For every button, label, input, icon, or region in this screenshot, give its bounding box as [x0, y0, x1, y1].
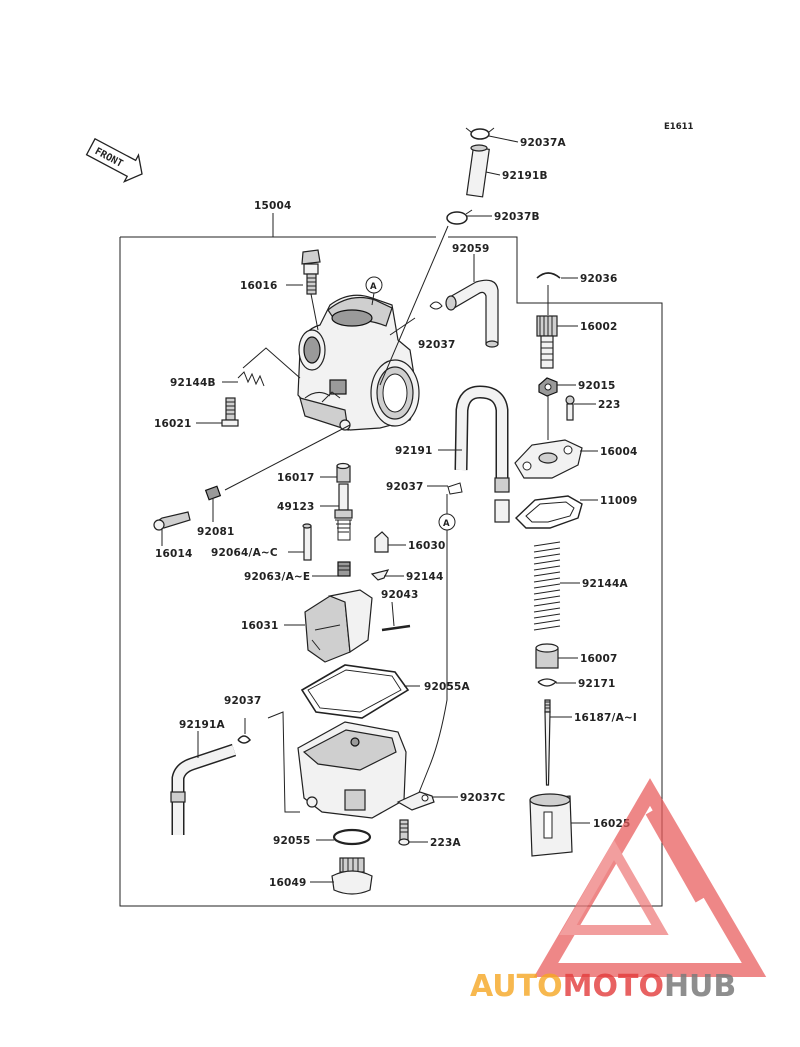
label-92064: 92064/A~C [211, 547, 278, 559]
part-16002 [536, 315, 558, 369]
part-16016 [301, 249, 321, 331]
part-92043 [381, 624, 411, 632]
label-92191A: 92191A [179, 719, 226, 731]
label-92043: 92043 [381, 589, 419, 601]
label-16016: 16016 [240, 280, 278, 292]
part-92015 [538, 377, 558, 397]
part-labels: 92037A 92191B 92037B 15004 92059 92036 1… [154, 137, 638, 889]
label-92037-top: 92037 [418, 339, 456, 351]
label-92063: 92063/A~E [244, 571, 310, 583]
label-92055A: 92055A [424, 681, 471, 693]
part-16187 [544, 699, 551, 786]
label-16030: 16030 [408, 540, 446, 552]
part-223A [398, 819, 410, 846]
part-16030 [374, 531, 389, 553]
label-49123: 49123 [277, 501, 315, 513]
diagram-code: E1611 [664, 122, 694, 132]
part-92036 [536, 272, 561, 279]
watermark-moto: MOTO [563, 969, 664, 1004]
front-arrow-icon: FRONT [85, 137, 143, 183]
part-92144 [370, 569, 390, 581]
callout-a-lower: A [438, 494, 456, 531]
part-16021 [221, 397, 239, 427]
part-16017 [336, 462, 351, 483]
part-11009 [514, 495, 583, 529]
label-92144A: 92144A [582, 578, 629, 590]
part-49123 [334, 483, 353, 541]
label-16017: 16017 [277, 472, 315, 484]
label-15004: 15004 [254, 200, 292, 212]
label-223A: 223A [430, 837, 462, 849]
part-92055A [300, 664, 410, 719]
watermark-logo [533, 778, 767, 977]
label-92059: 92059 [452, 243, 490, 255]
label-92037C: 92037C [460, 792, 506, 804]
label-92144: 92144 [406, 571, 444, 583]
label-16007: 16007 [580, 653, 618, 665]
label-92191B: 92191B [502, 170, 548, 182]
part-92059 [445, 279, 499, 348]
assembly-frame [119, 213, 663, 907]
part-92144A [533, 541, 561, 632]
label-16021: 16021 [154, 418, 192, 430]
label-16014: 16014 [155, 548, 193, 560]
label-11009: 11009 [600, 495, 638, 507]
svg-text:A: A [443, 519, 450, 529]
part-16031 [304, 589, 373, 663]
label-92015: 92015 [578, 380, 616, 392]
watermark-hub: HUB [664, 969, 736, 1004]
label-92037A: 92037A [520, 137, 567, 149]
label-92191: 92191 [395, 445, 433, 457]
part-92063 [337, 561, 351, 577]
part-92064 [302, 523, 312, 561]
part-92055 [332, 828, 372, 846]
part-92171 [537, 678, 558, 687]
part-92037B [446, 209, 473, 225]
part-92037-mid [447, 482, 463, 495]
label-92037-low: 92037 [224, 695, 262, 707]
label-16031: 16031 [241, 620, 279, 632]
label-223: 223 [598, 399, 621, 411]
label-16004: 16004 [600, 446, 638, 458]
part-92191A [170, 743, 237, 835]
watermark-text: AUTOMOTOHUB [470, 969, 736, 1004]
part-16049 [331, 857, 373, 895]
watermark-auto: AUTO [470, 969, 563, 1004]
label-16049: 16049 [269, 877, 307, 889]
label-92144B: 92144B [170, 377, 216, 389]
callout-a-top: A [365, 276, 383, 306]
label-92036: 92036 [580, 273, 618, 285]
part-16007 [535, 643, 559, 669]
label-92037B: 92037B [494, 211, 540, 223]
svg-text:A: A [370, 282, 377, 292]
part-92081 [204, 485, 222, 501]
part-92191 [454, 385, 510, 523]
leader-lines [196, 135, 598, 883]
part-92037-low [237, 735, 251, 744]
part-92037A [465, 127, 495, 140]
label-92055: 92055 [273, 835, 311, 847]
label-16187: 16187/A~I [574, 712, 637, 724]
part-92191B [466, 144, 490, 198]
part-223 [565, 395, 575, 421]
svg-text:AUTOMOTOHUB: AUTOMOTOHUB [470, 969, 736, 1004]
label-92171: 92171 [578, 678, 616, 690]
part-92144B [237, 371, 265, 387]
part-16014 [153, 511, 191, 546]
part-16025 [529, 793, 573, 857]
part-16004 [514, 439, 583, 479]
label-16025: 16025 [593, 818, 631, 830]
label-16002: 16002 [580, 321, 618, 333]
float-bowl [297, 721, 407, 819]
part-92037-top [429, 301, 443, 310]
label-92081: 92081 [197, 526, 235, 538]
part-92037C [396, 791, 435, 811]
label-92037-mid: 92037 [386, 481, 424, 493]
carburetor-body [297, 294, 420, 431]
